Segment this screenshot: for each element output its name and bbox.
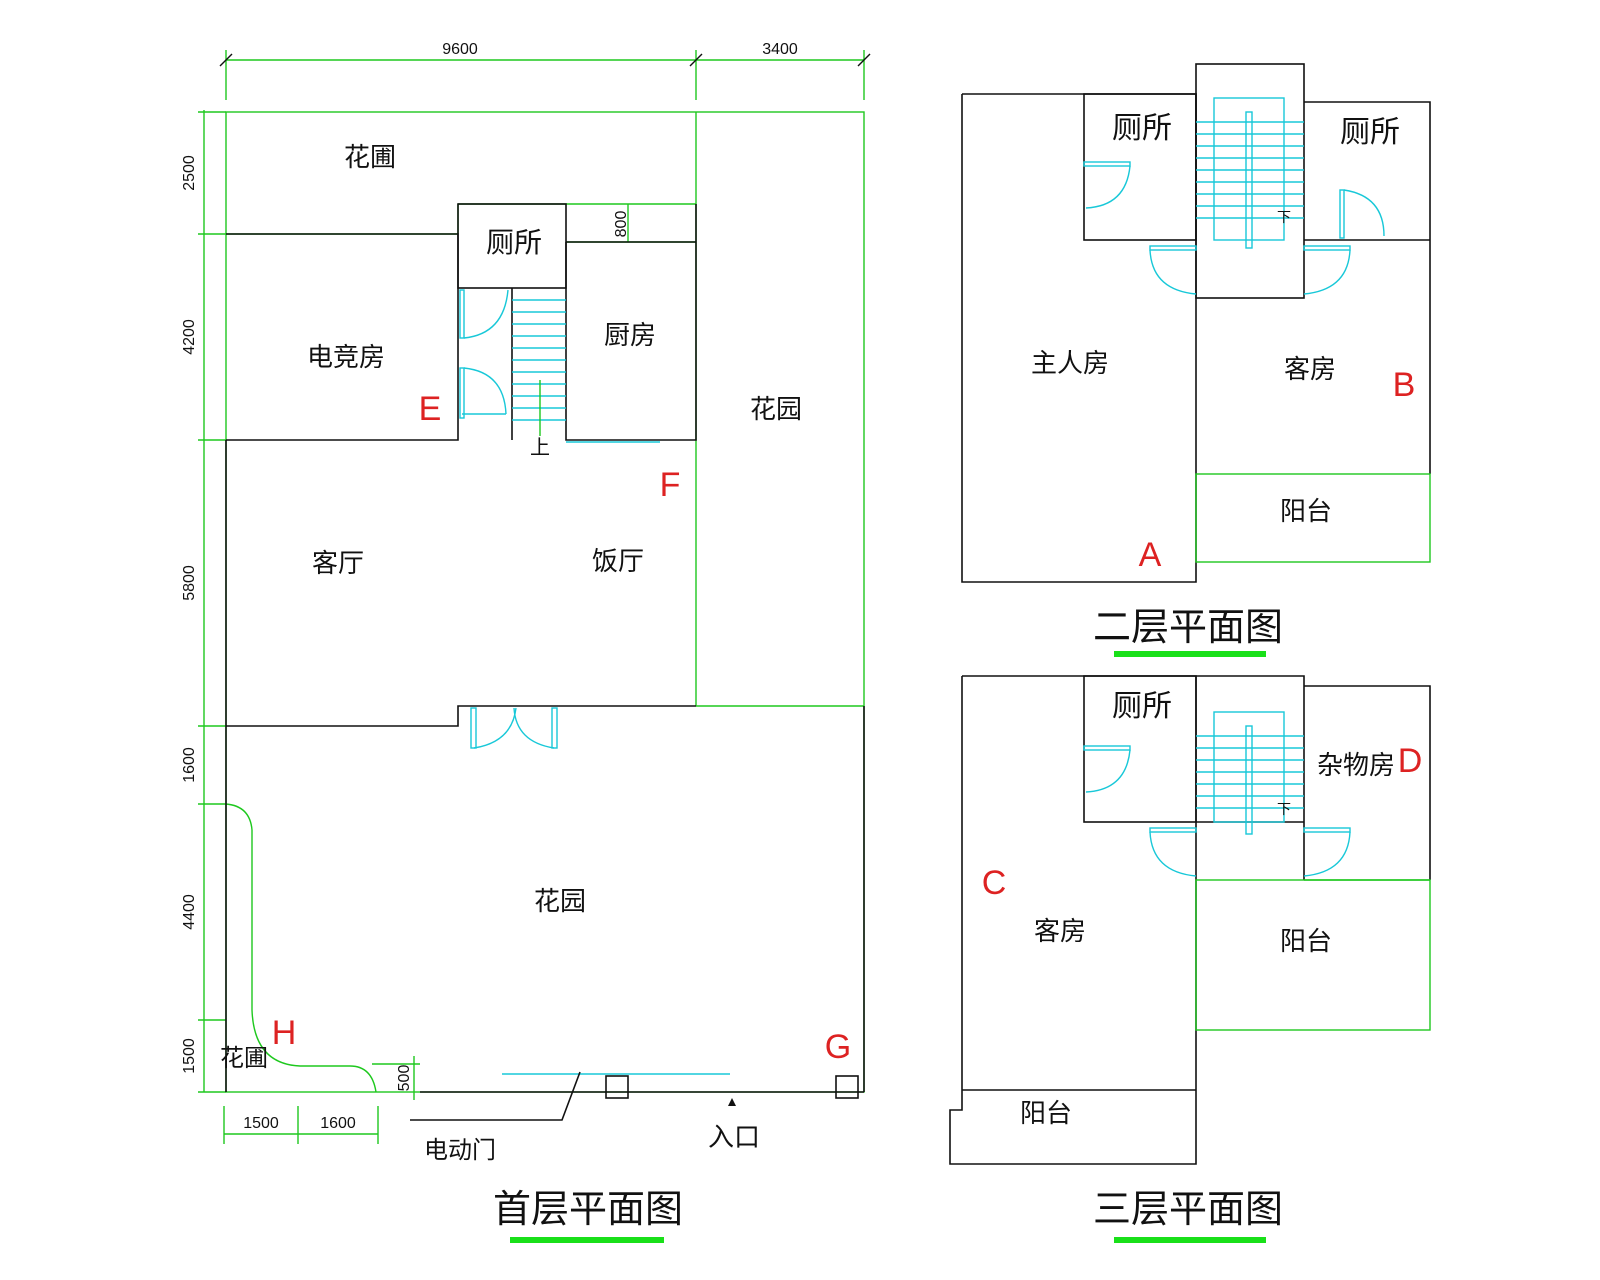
dim-left-4200: 4200 [181,319,198,355]
second-green [1195,473,1431,563]
third-green [1195,879,1431,1031]
top-dimension [219,50,871,100]
third-doors [1083,745,1351,877]
dim-left-5800: 5800 [181,565,198,601]
second-room-balcony: 阳台 [1280,497,1332,527]
second-walls [961,63,1431,583]
room-kitchen: 厨房 [604,321,656,351]
third-room-guest: 客房 [1034,917,1086,947]
marker-e: E [419,390,442,428]
dim-800: 800 [613,211,630,238]
marker-b: B [1393,366,1416,404]
dim-500: 500 [396,1065,413,1092]
dim-bottom-1600: 1600 [320,1115,356,1132]
third-stairs [1196,711,1304,835]
third-room-balcony-bottom: 阳台 [1020,1099,1072,1129]
ground-walls [225,203,865,1093]
third-room-storage: 杂物房 [1317,751,1395,781]
ground-floor-plan: 9600 3400 2500 4200 5800 1600 4400 1500 … [181,41,871,1243]
dim-left-2500: 2500 [181,155,198,191]
third-walls [949,675,1431,1165]
bottom-dimension [223,1106,379,1144]
ground-stairs [512,299,660,443]
dim-left-4400: 4400 [181,894,198,930]
dim-left-1600: 1600 [181,747,198,783]
marker-c: C [982,864,1007,902]
third-floor-title: 三层平面图 [1093,1187,1283,1231]
electric-gate [410,1071,859,1121]
stair-up-label: 上 [530,435,550,459]
room-dining: 饭厅 [592,547,644,577]
room-toilet: 厕所 [486,226,542,259]
site-boundary [225,111,865,1100]
left-dimension [198,110,226,1093]
dim-top-9600: 9600 [442,41,478,58]
marker-d: D [1398,742,1423,780]
second-room-toilet-left: 厕所 [1112,111,1172,146]
room-garden-right: 花园 [750,395,802,425]
room-living: 客厅 [312,549,364,579]
ground-floor-title: 首层平面图 [493,1187,683,1231]
entrance-arrow [728,1098,736,1106]
second-stair-down: 下 [1277,210,1291,226]
dim-top-3400: 3400 [762,41,798,58]
third-stair-down: 下 [1277,802,1291,818]
second-room-guest: 客房 [1284,355,1336,385]
ground-doors [459,289,558,749]
dim-bottom-1500: 1500 [243,1115,279,1132]
room-esports: 电竞房 [307,343,385,373]
third-room-toilet: 厕所 [1112,689,1172,724]
third-floor-plan: 厕所 杂物房 客房 阳台 阳台 下 C D 三层平面图 [949,675,1431,1243]
second-doors [1083,161,1385,295]
electric-gate-label: 电动门 [424,1136,496,1164]
room-garden-top: 花圃 [344,143,396,173]
marker-h: H [272,1014,297,1052]
room-garden-bottom: 花园 [534,887,586,917]
third-room-balcony-right: 阳台 [1280,927,1332,957]
second-room-master: 主人房 [1031,349,1109,379]
room-garden-corner: 花圃 [220,1044,268,1072]
marker-f: F [660,466,681,504]
dim-left-1500: 1500 [181,1038,198,1074]
entrance-label: 入口 [708,1123,760,1153]
second-floor-plan: 厕所 厕所 主人房 客房 阳台 下 A B 二层平面图 [961,63,1431,657]
second-floor-title: 二层平面图 [1093,605,1283,649]
marker-g: G [825,1028,851,1066]
second-stairs [1196,97,1304,249]
second-room-toilet-right: 厕所 [1340,115,1400,150]
marker-a: A [1139,536,1162,574]
